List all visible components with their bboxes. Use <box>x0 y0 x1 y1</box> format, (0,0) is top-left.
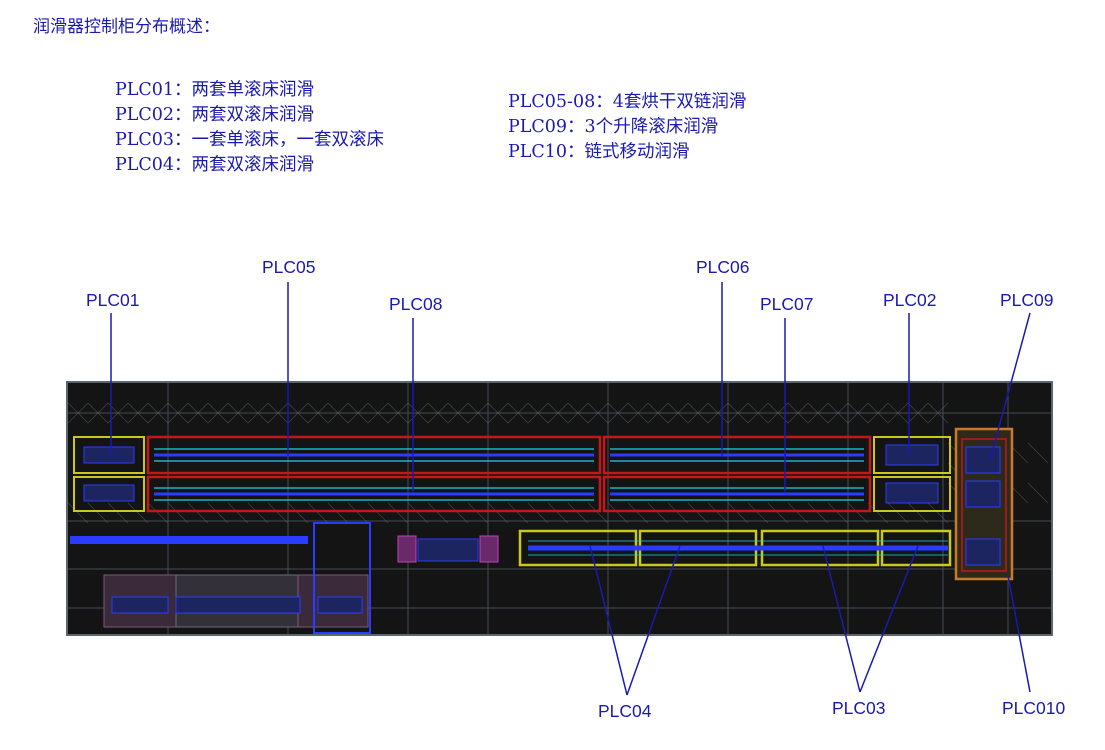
description-plc10: PLC10：链式移动润滑 <box>508 142 690 162</box>
roller-bed-lower-b <box>175 596 301 614</box>
label-plc02: PLC02 <box>883 290 937 310</box>
label-plc08: PLC08 <box>389 294 443 314</box>
label-plc01: PLC01 <box>86 290 140 310</box>
roller-bed-lower-c <box>317 596 363 614</box>
layout-drawing-svg <box>68 383 1051 634</box>
description-plc09: PLC09：3个升降滚床润滑 <box>508 117 719 137</box>
roller-bed-plc01-b <box>83 484 135 502</box>
roller-bed-lower-a <box>111 596 169 614</box>
description-list-right: PLC05-08：4套烘干双链润滑 PLC09：3个升降滚床润滑 PLC10：链… <box>508 90 746 165</box>
plant-layout-drawing <box>66 381 1053 636</box>
description-list-left: PLC01：两套单滚床润滑 PLC02：两套双滚床润滑 PLC03：一套单滚床，… <box>115 78 384 178</box>
label-plc04: PLC04 <box>598 701 652 721</box>
transfer-unit <box>313 522 371 634</box>
label-plc03: PLC03 <box>832 698 886 718</box>
label-plc07: PLC07 <box>760 294 814 314</box>
label-plc06: PLC06 <box>696 257 750 277</box>
description-plc02: PLC02：两套双滚床润滑 <box>115 105 315 125</box>
oven-frame-plc05 <box>146 435 602 475</box>
frame-plc02-upper <box>873 436 951 474</box>
description-plc03: PLC03：一套单滚床，一套双滚床 <box>115 130 385 150</box>
label-plc09: PLC09 <box>1000 290 1054 310</box>
purple-device-b <box>479 535 499 563</box>
oven-frame-plc07 <box>602 475 872 513</box>
lift-roller-1 <box>965 446 1001 474</box>
lift-roller-2 <box>965 480 1001 508</box>
label-plc05: PLC05 <box>262 257 316 277</box>
description-plc04: PLC04：两套双滚床润滑 <box>115 155 315 175</box>
purple-device-a <box>397 535 417 563</box>
roller-bed-plc02-b <box>885 482 939 504</box>
roller-bed-plc02-a <box>885 444 939 466</box>
roller-bed-plc01-a <box>83 446 135 464</box>
frame-plc01-lower <box>73 476 145 512</box>
lift-roller-3 <box>965 538 1001 566</box>
oven-frame-plc06 <box>602 435 872 475</box>
label-plc010: PLC010 <box>1002 698 1066 718</box>
page-title: 润滑器控制柜分布概述： <box>33 17 220 37</box>
roller-bed-center <box>417 538 479 562</box>
frame-plc02-lower <box>873 476 951 512</box>
description-plc05-08: PLC05-08：4套烘干双链润滑 <box>508 92 747 112</box>
description-plc01: PLC01：两套单滚床润滑 <box>115 80 315 100</box>
oven-frame-plc08 <box>146 475 602 513</box>
frame-plc01-upper <box>73 436 145 474</box>
frame-plc09 <box>961 438 1007 572</box>
